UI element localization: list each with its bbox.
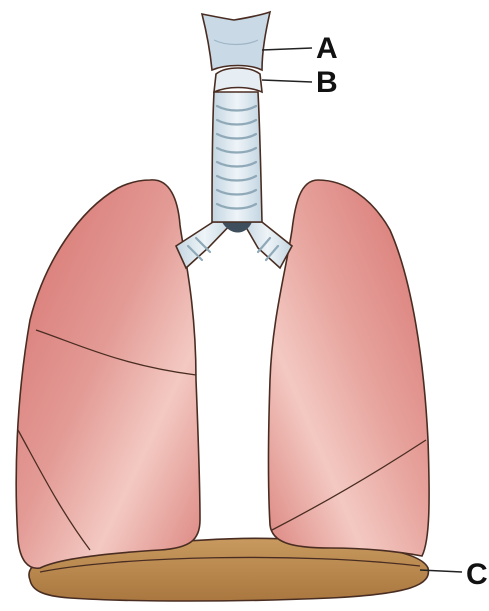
bronchi xyxy=(176,222,292,268)
trachea xyxy=(212,92,262,222)
right-lung xyxy=(269,180,430,556)
callout-c: C xyxy=(420,558,488,591)
callout-b: B xyxy=(262,66,338,99)
cricoid-cartilage xyxy=(214,68,262,92)
leader-line-b xyxy=(262,80,312,82)
left-lung xyxy=(16,180,200,568)
label-a: A xyxy=(316,32,338,65)
label-b: B xyxy=(316,66,338,99)
leader-line-a xyxy=(262,48,312,50)
callout-a: A xyxy=(262,32,338,65)
label-c: C xyxy=(466,558,488,591)
larynx xyxy=(202,12,270,70)
